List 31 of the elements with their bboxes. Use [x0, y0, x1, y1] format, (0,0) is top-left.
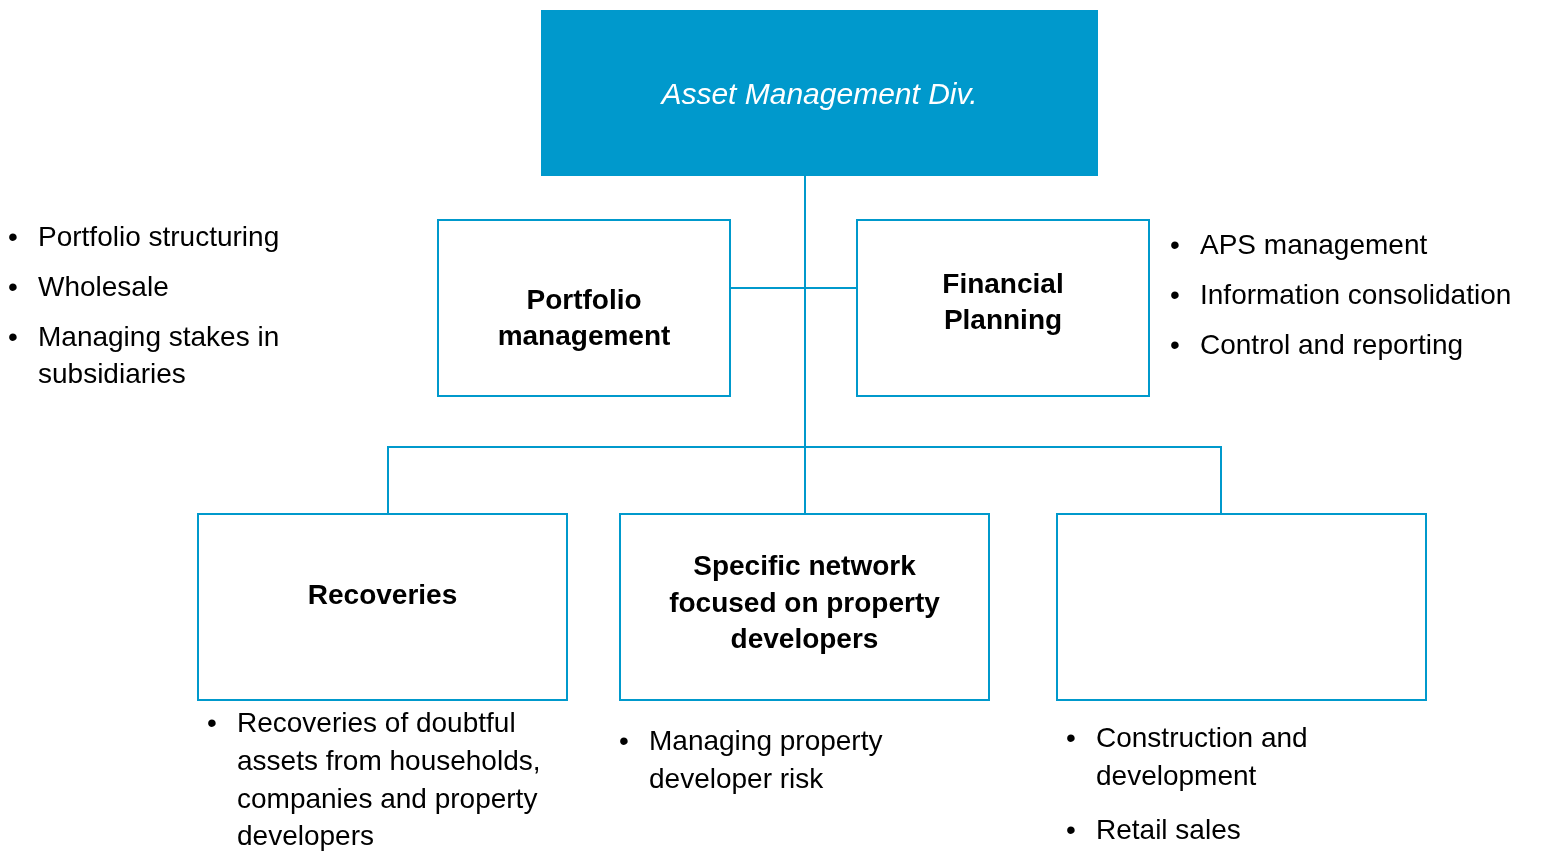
division-title: Asset Management Div. [661, 75, 978, 112]
bullet-marker: • [1066, 721, 1077, 755]
bullet-marker: • [8, 269, 19, 304]
bullet-marker: • [1066, 812, 1077, 847]
bullet-marker: • [619, 724, 630, 758]
unit-box [856, 219, 1150, 397]
bullet-text: Construction and development [1096, 721, 1309, 793]
bullet-marker: • [8, 220, 19, 254]
bullet-text: Managing property developer risk [649, 724, 884, 796]
bullet-text: Information consolidation [1200, 277, 1512, 312]
bullet-marker: • [207, 706, 218, 740]
bullet-text: APS management [1200, 228, 1428, 262]
bullet-text: Control and reporting [1200, 327, 1464, 362]
bullet-text: Portfolio structuring [38, 220, 280, 254]
bullet-text: Wholesale [38, 269, 169, 304]
bullet-marker: • [1170, 327, 1181, 362]
unit-box [197, 513, 568, 701]
unit-title: Portfolio management [496, 282, 672, 353]
bullet-text: Managing stakes in subsidiaries [38, 319, 281, 392]
unit-title: Recoveries [307, 577, 458, 612]
bullet-marker: • [8, 319, 19, 354]
bullet-marker: • [1170, 277, 1181, 312]
unit-box [1056, 513, 1427, 701]
unit-box [437, 219, 731, 397]
bullet-text: Recoveries of doubtful assets from households, companies and property developers [237, 706, 542, 854]
unit-box [619, 513, 990, 701]
bullet-text: Retail sales [1096, 812, 1241, 847]
unit-title: Financial Planning [941, 266, 1065, 337]
division-box [541, 10, 1098, 176]
unit-title: Specific network focused on property developers [668, 549, 941, 657]
bullet-marker: • [1170, 228, 1181, 262]
